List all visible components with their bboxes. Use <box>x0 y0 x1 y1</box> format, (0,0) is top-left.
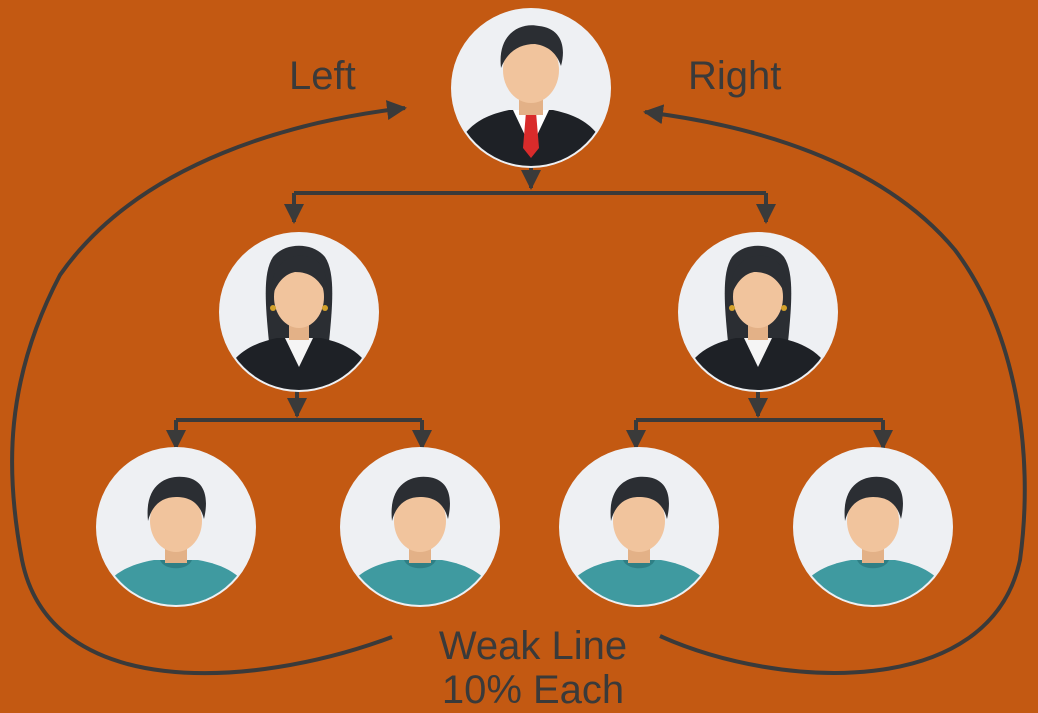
person-avatar-icon <box>340 447 500 612</box>
person-avatar-icon <box>559 447 719 612</box>
weak-line-caption: Weak Line 10% Each <box>0 626 1038 710</box>
tree-connector-top <box>284 160 776 224</box>
person-avatar-icon <box>96 447 256 612</box>
businesswoman-avatar-icon <box>219 232 379 397</box>
left-label: Left <box>289 54 356 98</box>
weak-line-percent: 10% Each <box>441 668 625 712</box>
weak-line-right-loop <box>643 104 1027 675</box>
businessman-avatar-icon <box>451 8 611 173</box>
businesswoman-avatar-icon <box>678 232 838 397</box>
weak-line-left-loop <box>10 100 407 676</box>
tree-connector-left <box>166 390 432 450</box>
tree-connector-right <box>626 390 893 450</box>
right-label: Right <box>688 54 782 98</box>
weak-line-label: Weak Line <box>438 624 628 668</box>
person-avatar-icon <box>793 447 953 612</box>
